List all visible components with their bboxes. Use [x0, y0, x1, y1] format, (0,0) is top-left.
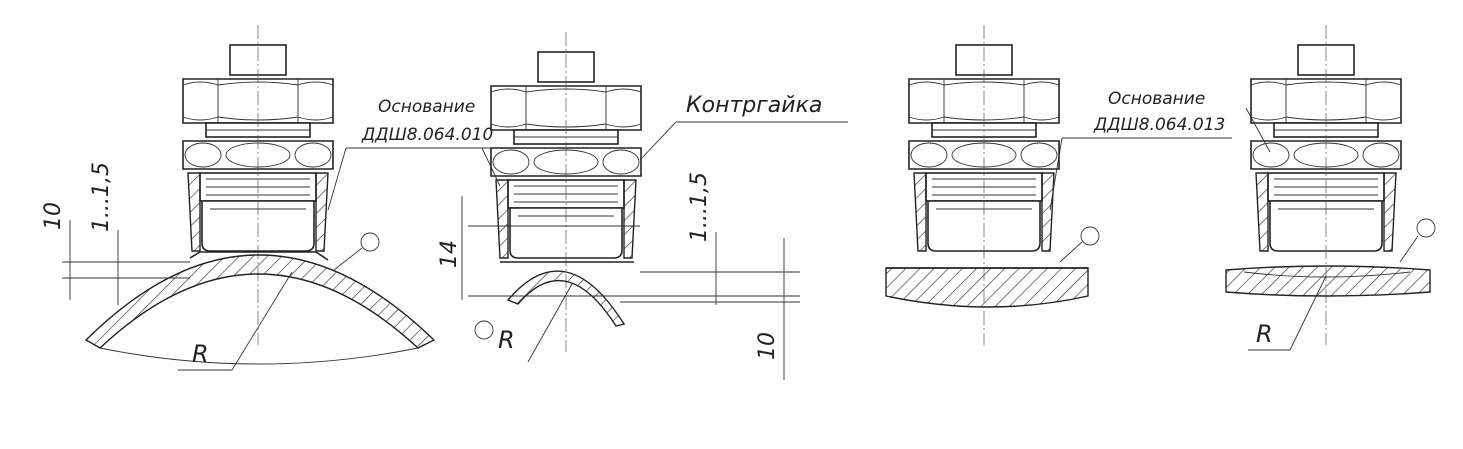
- curved-surface-a: [84, 254, 436, 349]
- flat-surface-c: [885, 267, 1089, 308]
- dim-1-1-5-a: 1...1,5: [89, 162, 114, 232]
- small-pipe-b: [506, 270, 626, 327]
- figure-c: Основание ДДШ8.064.013: [885, 24, 1232, 346]
- dim-10-a: 10: [41, 202, 66, 230]
- figure-d: R: [1225, 24, 1436, 351]
- radius-label-d: R: [1256, 320, 1273, 348]
- base-label-a-2: ДДШ8.064.010: [361, 125, 493, 145]
- dim-10-b: 10: [755, 332, 780, 360]
- radius-label-a: R: [192, 340, 209, 368]
- figure-b: 14 1...1,5 10 R Контргайка: [437, 31, 848, 380]
- radius-label-b: R: [498, 326, 515, 354]
- base-label-c-2: ДДШ8.064.013: [1093, 115, 1225, 135]
- dim-1-1-5-b: 1...1,5: [687, 172, 712, 242]
- dim-14-b: 14: [437, 240, 462, 268]
- curved-surface-d: [1225, 265, 1431, 297]
- base-label-c-1: Основание: [1108, 89, 1205, 109]
- figure-a: 10 1...1,5 R Основание ДДШ8.064.010: [41, 24, 500, 371]
- base-label-a-1: Основание: [378, 97, 475, 117]
- lock-nut-label: Контргайка: [686, 93, 822, 118]
